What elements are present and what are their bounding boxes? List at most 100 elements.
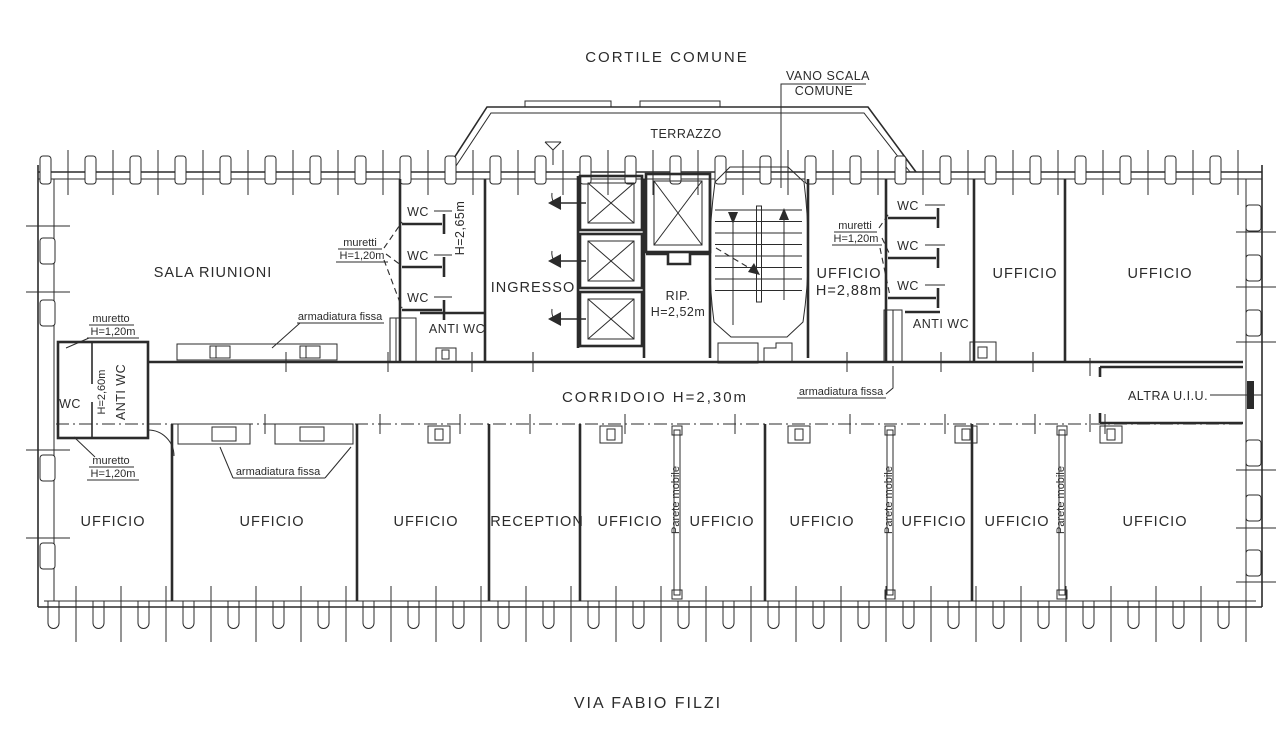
door-frame-inner [606,428,616,441]
room-ingresso-label: INGRESSO [491,280,576,296]
window-pillar [759,155,772,185]
door-frame [954,425,978,444]
window-pillar [812,601,825,629]
wc-unit-label: WC [59,397,81,411]
room-rip-height: H=2,52m [651,305,706,319]
window-pillar [227,601,240,629]
room-rip: RIP. H=2,52m [646,252,710,319]
window-pillar [669,155,682,185]
window-pillar [399,155,412,185]
wc-stall-walls-left [402,214,485,320]
muretto-top-line1: muretto [92,313,129,325]
window-pillar [1245,309,1262,337]
room-ufficio-h288-name: UFFICIO [817,266,882,282]
window-pillar [857,601,870,629]
window-pillar [1245,204,1262,232]
wc-stall-walls-right [888,208,940,314]
window-pillar [1127,601,1140,629]
muretto-bottom-annotation: muretto H=1,20m [73,436,139,481]
window-pillar [1119,155,1132,185]
partition-end-cap [884,589,896,600]
street-label: VIA FABIO FILZI [574,695,722,712]
interior-walls-bottom [170,424,974,601]
muretto-bottom-line1: muretto [92,455,129,467]
window-pillar [174,155,187,185]
wc-unit-anti-label: ANTI WC [114,364,128,420]
elevator-door-arc [551,308,562,326]
room-rip-name: RIP. [666,289,691,303]
service-shaft [644,172,712,254]
window-pillar [894,155,907,185]
window-pillar [362,601,375,629]
window-pillar [1082,601,1095,629]
window-pillar [137,601,150,629]
window-pillar [1029,155,1042,185]
stair-treads [715,209,802,291]
cabinet-left [389,317,417,363]
elevator-door-arc [551,250,562,268]
door-frame [599,425,623,444]
window-pillar [47,601,60,629]
window-pillar [849,155,862,185]
bottom-door-frames [427,425,1123,444]
right-facade-windows [1236,204,1276,583]
window-pillar [444,155,457,185]
corridor-label: CORRIDOIO H=2,30m [562,389,748,406]
courtyard-label: CORTILE COMUNE [585,49,749,66]
room-bottom-office-4: UFFICIO [598,514,663,530]
window-pillar [677,601,690,629]
room-bottom-office-9: UFFICIO [1123,514,1188,530]
window-pillar [1245,254,1262,282]
terrazzo-label: TERRAZZO [650,127,721,141]
corridor-dimension-ticks [264,352,1106,434]
armadiatura-office-annotation: armadiatura fissa [219,446,352,479]
window-pillar [354,155,367,185]
partition-end-cap [884,425,896,436]
window-pillar [39,237,56,265]
muretti-left-annotation: muretti H=1,20m [336,221,403,309]
wc-block-left: WC WC WC H=2,65m ANTI WC muretti H=1,20m [336,201,485,363]
window-pillar [264,155,277,185]
window-pillar [804,155,817,185]
room-altra-uiu-label: ALTRA U.I.U. [1128,389,1208,403]
window-pillar [632,601,645,629]
window-pillar [984,155,997,185]
outer-walls [37,165,1263,608]
window-pillar [407,601,420,629]
window-pillar [579,155,592,185]
interior-walls-top [398,176,1067,362]
window-pillar [129,155,142,185]
window-pillar [1245,549,1262,577]
door-frame-inner [434,428,444,441]
armadiatura-sala-annotation: armadiatura fissa [271,311,384,349]
door-frame-inner [794,428,804,441]
window-pillar [219,155,232,185]
partition-end-cap [1056,425,1068,436]
left-facade-windows [26,225,70,570]
window-pillar [1209,155,1222,185]
movable-partition [1058,429,1066,596]
elevator-bank [548,172,712,348]
window-pillar [1074,155,1087,185]
window-pillar [39,542,56,570]
room-ufficio-h288-height: H=2,88m [816,283,882,299]
door-frame-inner [1106,428,1116,441]
anti-wc-left-label: ANTI WC [429,322,485,336]
window-pillar [1172,601,1185,629]
anti-wc-right-label: ANTI WC [913,317,969,331]
wc-unit-left: WC H=2,60m ANTI WC muretto H=1,20m muret… [56,313,175,481]
door-frame-inner [961,428,971,441]
bottom-facade-windows [47,586,1247,642]
room-bottom-office-8: UFFICIO [985,514,1050,530]
door-frame [1099,425,1123,444]
muretti-right-line1: muretti [838,220,872,232]
armadiatura-corridor-label: armadiatura fissa [799,386,884,398]
elevator-door-arrows [548,192,586,326]
room-bottom-office-7: UFFICIO [902,514,967,530]
wc-left-1-label: WC [407,205,429,219]
armadiatura-corridor-annotation: armadiatura fissa [797,366,894,399]
door-frame-fixture [969,341,997,363]
window-pillar [542,601,555,629]
antenna-icon [544,141,562,165]
